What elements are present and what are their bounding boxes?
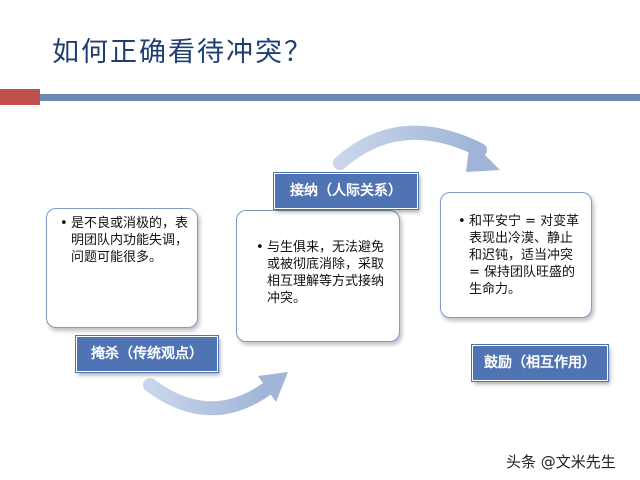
curved-arrow-2-head [466, 140, 500, 172]
curved-arrow-1 [143, 378, 275, 416]
title-accent-bar [0, 89, 40, 105]
stage-3-box: 和平安宁 = 对变革表现出冷漠、静止和迟钝，适当冲突 = 保持团队旺盛的生命力。 [440, 192, 592, 318]
stage-2-box: 与生俱来，无法避免或被彻底消除，采取相互理解等方式接纳冲突。 [236, 210, 400, 342]
watermark: 头条 @文米先生 [506, 453, 616, 471]
title-divider [40, 94, 640, 101]
stage-1-box: 是不良或消极的，表明团队内功能失调，问题可能很多。 [46, 208, 198, 328]
stage-3-text: 和平安宁 = 对变革表现出冷漠、静止和迟钝，适当冲突 = 保持团队旺盛的生命力。 [458, 213, 585, 298]
slide-title: 如何正确看待冲突？ [52, 37, 313, 68]
stage-2-label: 接纳（人际关系） [273, 172, 419, 210]
stage-1-text: 是不良或消极的，表明团队内功能失调，问题可能很多。 [60, 215, 193, 266]
stage-1-label: 掩杀（传统观点） [75, 335, 219, 373]
curved-arrow-2 [333, 125, 487, 170]
curved-arrow-1-head [258, 372, 288, 402]
stage-3-label: 鼓励（相互作用） [471, 344, 609, 382]
stage-2-text: 与生俱来，无法避免或被彻底消除，采取相互理解等方式接纳冲突。 [256, 239, 393, 307]
